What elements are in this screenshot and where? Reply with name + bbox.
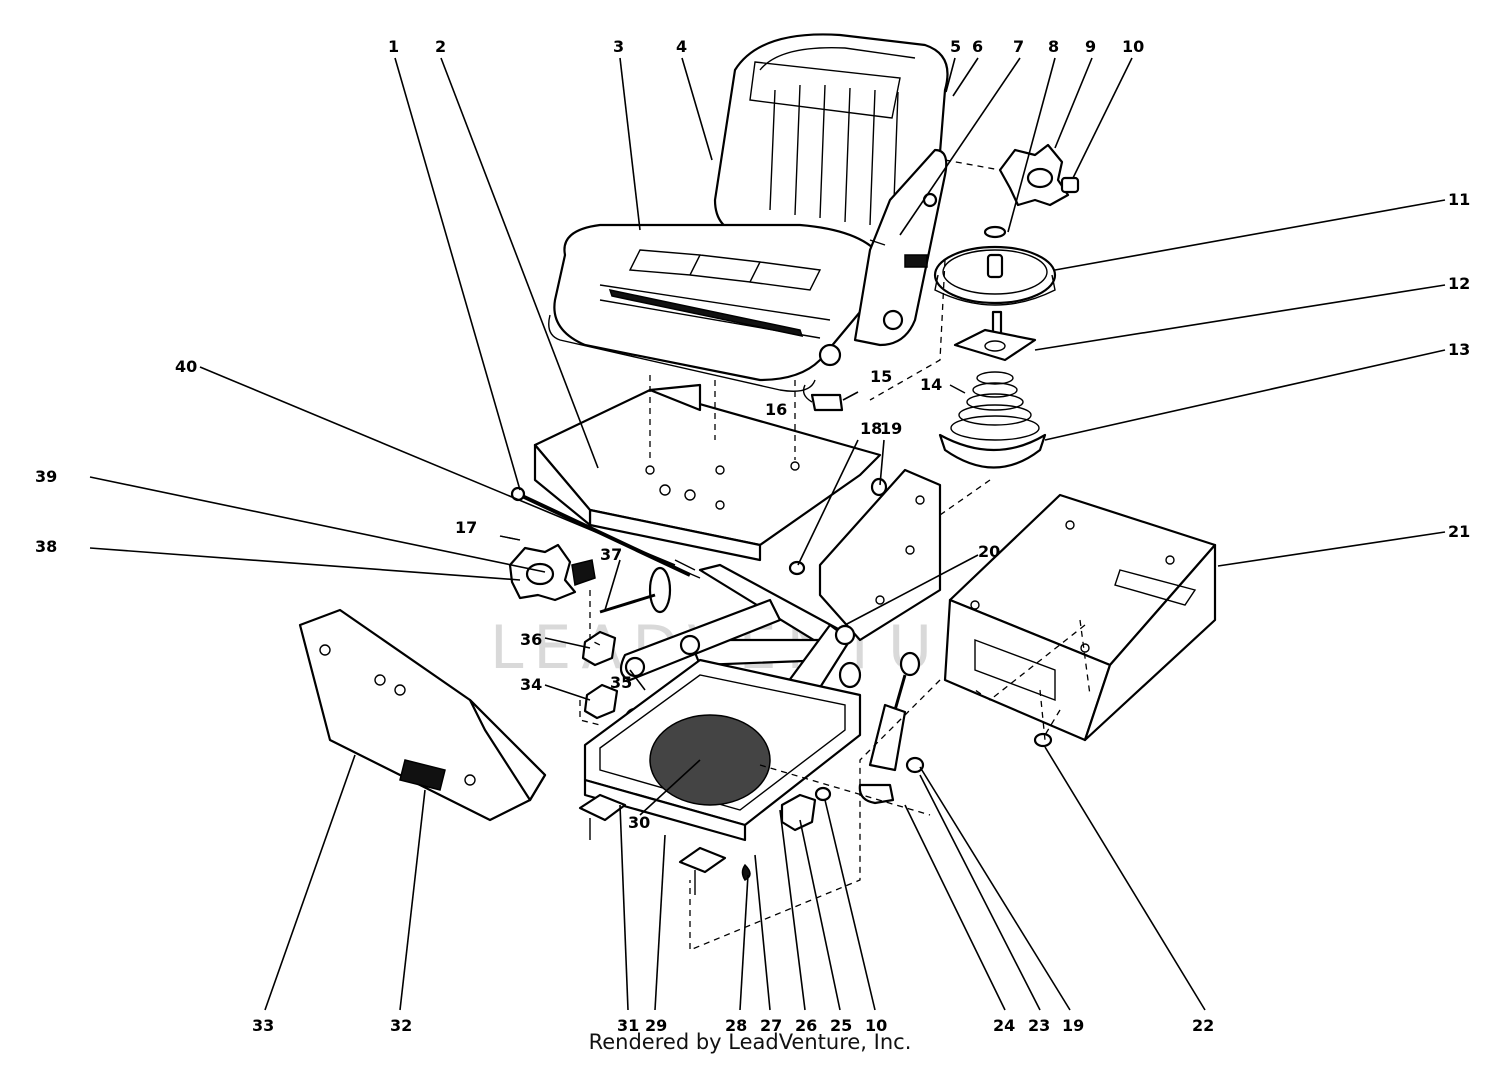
callout-11: 11 [1448,190,1470,209]
callout-20: 20 [978,542,1000,561]
callout-19-top: 19 [880,419,902,438]
callout-24: 24 [993,1016,1015,1035]
callout-8: 8 [1048,37,1059,56]
callout-27: 27 [760,1016,782,1035]
callout-2: 2 [435,37,446,56]
seat-base-plate [533,383,882,562]
callout-labels: 1 2 3 4 5 6 7 8 9 10 11 12 13 14 15 16 1… [35,37,1470,1035]
spring-boot [938,371,1047,469]
base-frame [583,658,862,842]
callout-38: 38 [35,537,57,556]
callout-30: 30 [628,813,650,832]
render-credit: Rendered by LeadVenture, Inc. [588,1030,912,1054]
height-knob [499,535,596,602]
callout-leaders [89,57,1446,1011]
callout-35: 35 [610,673,632,692]
adjuster-gear [933,245,1057,336]
callout-23: 23 [1028,1016,1050,1035]
callout-16: 16 [765,400,787,419]
callout-22: 22 [1192,1016,1214,1035]
slide-rails [578,793,751,895]
small-hardware [499,384,888,576]
callout-6: 6 [972,37,983,56]
mounting-plate [953,328,1037,362]
shock-absorber [858,674,925,805]
callout-1: 1 [388,37,399,56]
callout-34: 34 [520,675,542,694]
front-cover [298,608,547,822]
callout-29: 29 [645,1016,667,1035]
callout-5: 5 [950,37,961,56]
callout-12: 12 [1448,274,1470,293]
callout-19-bottom: 19 [1062,1016,1084,1035]
callout-31: 31 [617,1016,639,1035]
base-box-cover [943,493,1217,748]
callout-40: 40 [175,357,197,376]
callout-13: 13 [1448,340,1470,359]
callout-9: 9 [1085,37,1096,56]
callout-7: 7 [1013,37,1024,56]
callout-36: 36 [520,630,542,649]
callout-32: 32 [390,1016,412,1035]
callout-37: 37 [600,545,622,564]
bushing-blocks [581,630,832,832]
back-adjust-knob [983,143,1080,239]
callout-14: 14 [920,375,942,394]
callout-10-top: 10 [1122,37,1144,56]
callout-33: 33 [252,1016,274,1035]
callout-10-bottom: 10 [865,1016,887,1035]
callout-28: 28 [725,1016,747,1035]
callout-4: 4 [676,37,687,56]
callout-26: 26 [795,1016,817,1035]
pulley-shaft [599,566,672,614]
callout-15: 15 [870,367,892,386]
callout-18: 18 [860,419,882,438]
callout-21: 21 [1448,522,1470,541]
side-rail-panel [818,468,942,642]
callout-25: 25 [830,1016,852,1035]
callout-17: 17 [455,518,477,537]
assembly-guides [579,159,1091,951]
callout-39: 39 [35,467,57,486]
seat-assembly [548,33,949,392]
callout-3: 3 [613,37,624,56]
